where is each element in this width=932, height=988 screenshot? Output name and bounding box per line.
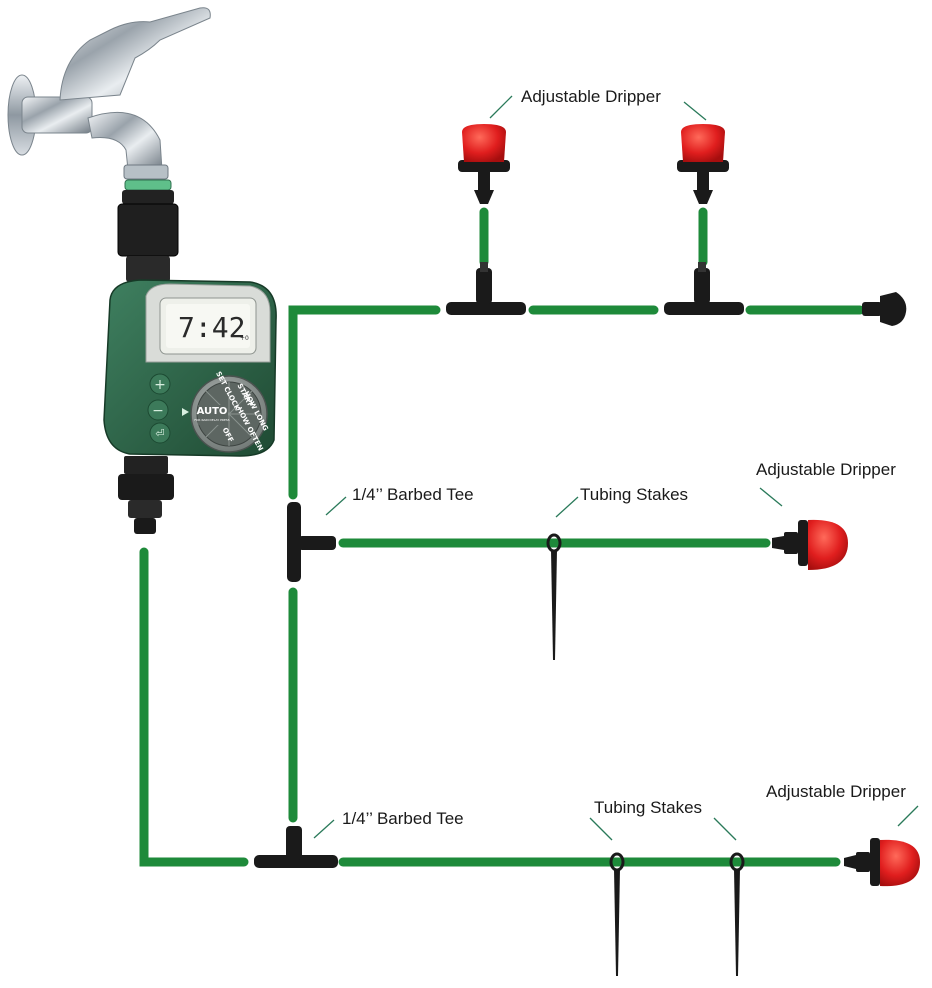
top-dripper-2 bbox=[677, 124, 729, 204]
lcd-small: +0 bbox=[240, 335, 249, 342]
middle-dripper bbox=[772, 519, 848, 570]
minus-icon: − bbox=[152, 403, 164, 419]
label-tee-middle: 1/4’’ Barbed Tee bbox=[352, 485, 474, 504]
main-tube bbox=[139, 547, 249, 867]
label-dripper-bottom: Adjustable Dripper bbox=[766, 782, 906, 801]
faucet bbox=[7, 7, 211, 180]
bottom-tee bbox=[254, 826, 338, 868]
label-dripper-top: Adjustable Dripper bbox=[521, 87, 661, 106]
label-tee-bottom: 1/4’’ Barbed Tee bbox=[342, 809, 464, 828]
top-dripper-1 bbox=[458, 124, 510, 204]
middle-stake bbox=[546, 533, 562, 660]
plus-button[interactable]: + bbox=[149, 373, 171, 395]
lcd-time: 7:42 bbox=[178, 311, 245, 344]
label-stakes-bottom: Tubing Stakes bbox=[594, 798, 702, 817]
top-tee-1 bbox=[446, 262, 526, 315]
dial-sub-label: FOR RAIN DELAY PRESS bbox=[194, 418, 229, 422]
enter-button[interactable]: ⏎ bbox=[149, 422, 171, 444]
bottom-stake-1 bbox=[609, 852, 625, 976]
plus-icon: + bbox=[154, 377, 166, 393]
tubing bbox=[139, 207, 865, 867]
water-timer: 7:42 +0 + − ⏎ AUTO FOR RAIN DELAY PRESS bbox=[103, 179, 277, 534]
pointer-arrow-icon bbox=[182, 408, 189, 416]
top-tee-2 bbox=[664, 262, 744, 315]
label-dripper-middle: Adjustable Dripper bbox=[756, 460, 896, 479]
dial-auto-label: AUTO bbox=[197, 406, 228, 417]
middle-tee bbox=[287, 502, 336, 582]
label-stakes-middle: Tubing Stakes bbox=[580, 485, 688, 504]
end-plug bbox=[862, 292, 907, 326]
riser-tube-upper bbox=[288, 305, 441, 500]
leader-lines bbox=[313, 95, 919, 841]
enter-icon: ⏎ bbox=[155, 427, 164, 440]
minus-button[interactable]: − bbox=[147, 399, 169, 421]
bottom-dripper bbox=[844, 838, 920, 887]
bottom-stake-2 bbox=[729, 852, 745, 976]
program-dial[interactable]: AUTO FOR RAIN DELAY PRESS SET CLOCK STAR… bbox=[190, 370, 270, 453]
